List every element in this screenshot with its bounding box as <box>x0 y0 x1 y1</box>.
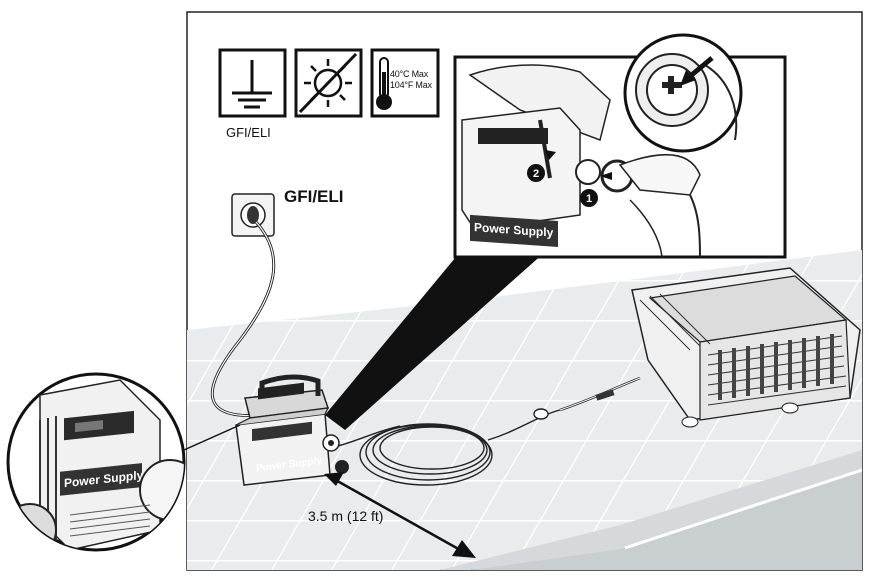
gfi-wall-outlet <box>231 193 275 237</box>
thermometer-icon <box>370 48 440 118</box>
pool-robot <box>631 267 861 428</box>
connector-zoom <box>623 33 743 153</box>
swivel <box>533 408 549 420</box>
step-1-marker: 1 <box>586 193 592 205</box>
distance-arrow <box>324 472 476 558</box>
ground-symbol-icon <box>218 48 287 118</box>
power-supply-unit: Power Supply <box>235 374 349 486</box>
floating-cable-coil <box>337 409 561 486</box>
no-sun-icon <box>294 48 363 118</box>
callout-pointer <box>325 252 545 430</box>
gfi-icon-caption: GFI/ELI <box>226 125 271 140</box>
step-2-marker: 2 <box>533 168 539 180</box>
temp-max-celsius: 40°C Max <box>390 69 429 79</box>
inset-power-supply-label: Power Supply <box>474 220 554 240</box>
temp-max-fahrenheit: 104°F Max <box>390 80 432 90</box>
cable-length-label: 3.5 m (12 ft) <box>308 508 384 524</box>
gfi-outlet-label: GFI/ELI <box>284 187 344 206</box>
